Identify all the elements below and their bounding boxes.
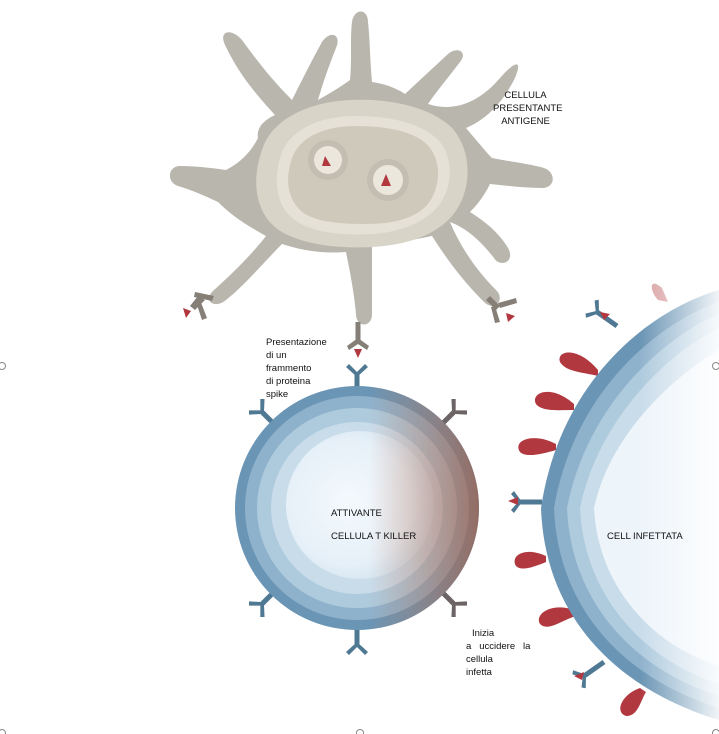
mhc-receptor-presenting: [347, 322, 369, 358]
infected-fade: [640, 270, 719, 730]
apc-label: CELLULA PRESENTANTE ANTIGENE: [493, 89, 563, 128]
mhc-receptor: [183, 292, 214, 320]
presentation-line-4: di proteina: [266, 376, 311, 387]
kill-line-3: cellula: [466, 654, 493, 665]
apc-label-line-2: PRESENTANTE: [493, 103, 563, 114]
viral-spikes: [514, 283, 668, 716]
apc-vesicle-2: [367, 159, 409, 201]
infected-cell-label: CELL INFETTATA: [607, 531, 683, 542]
infected-receptors: [508, 299, 619, 689]
presentation-line-2: di un: [266, 350, 287, 361]
apc-nucleus: [288, 126, 439, 224]
kill-label: Inizia a uccidere la cellula infetta: [466, 627, 541, 679]
mhc-receptor: [486, 296, 517, 323]
infected-cell: [508, 270, 719, 730]
apc-vesicle-1: [308, 140, 348, 180]
tcell-activation-glow: [235, 386, 479, 630]
killer-t-cell: [235, 364, 479, 655]
presentation-label: Presentazione di un frammento di protein…: [266, 336, 327, 401]
kill-line-4: infetta: [466, 667, 492, 678]
spike-fragment: [381, 174, 391, 186]
kill-line-1: Inizia: [472, 628, 495, 639]
apc-label-line-3: ANTIGENE: [501, 116, 550, 127]
spike-fragment: [322, 156, 331, 166]
tcell-label-top: ATTIVANTE: [331, 508, 382, 519]
presentation-line-5: spike: [266, 389, 289, 400]
tcell-label-bottom: CELLULA T KILLER: [331, 531, 417, 542]
kill-line-2: a uccidere la: [466, 641, 531, 652]
presentation-line-3: frammento: [266, 363, 312, 374]
antigen-presenting-cell: [169, 11, 553, 358]
apc-label-line-1: CELLULA: [504, 90, 547, 101]
presentation-line-1: Presentazione: [266, 337, 327, 348]
selection-handles: [0, 362, 719, 734]
